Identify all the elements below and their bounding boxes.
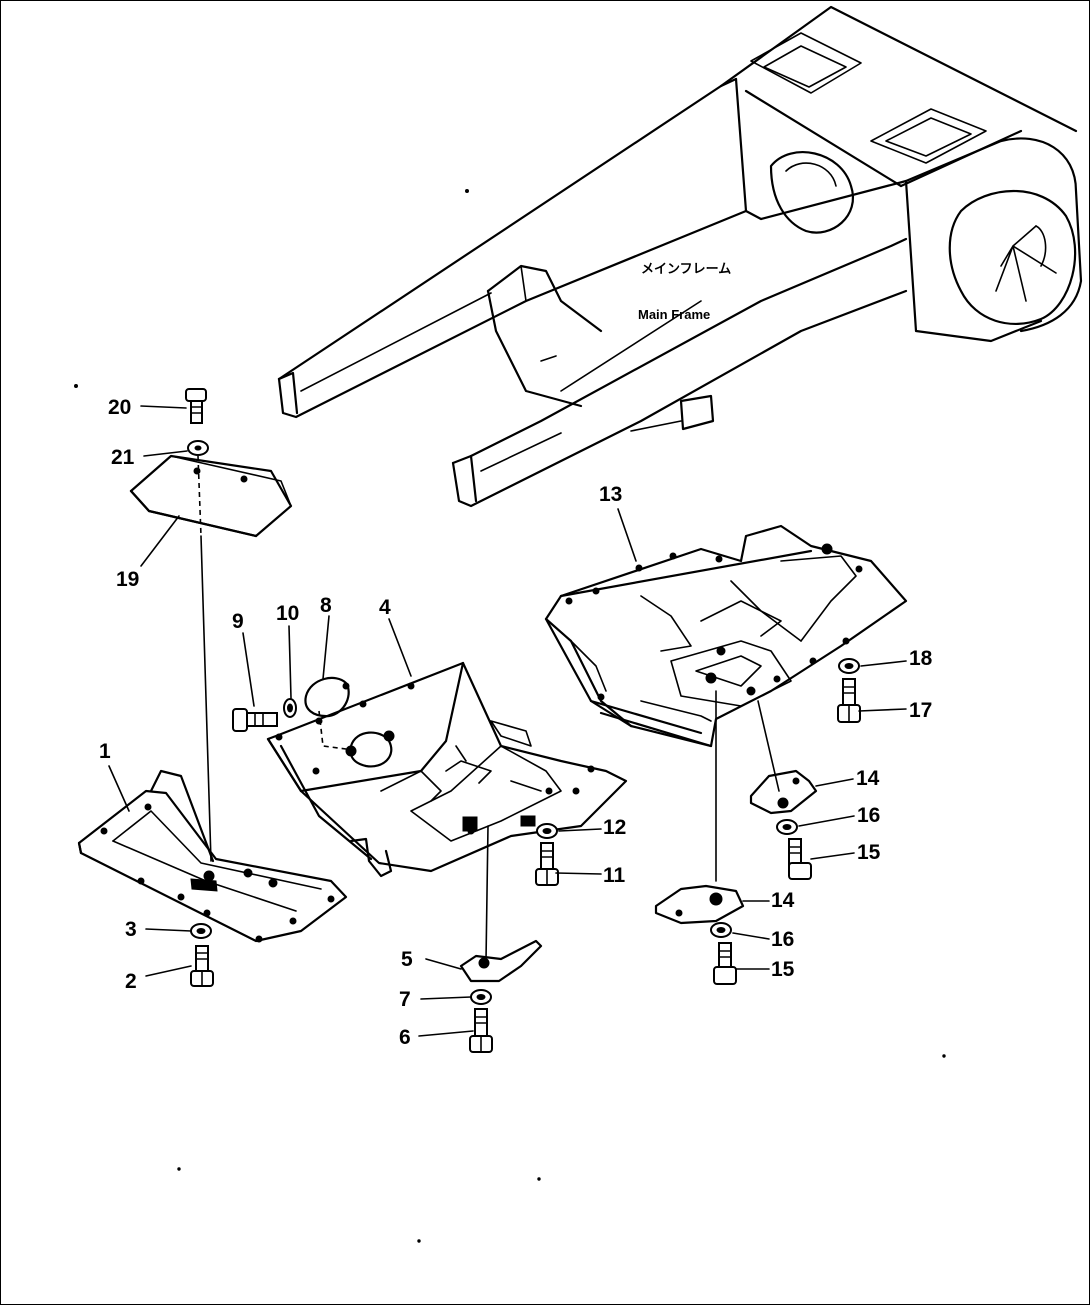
cover-part-19 [129, 454, 293, 538]
callout-7: 7 [399, 988, 411, 1011]
callout-1: 1 [99, 740, 111, 763]
plate-part-14-upper [749, 769, 818, 815]
washer-part-3 [190, 923, 212, 939]
bolt-part-15-lower [713, 942, 737, 985]
callout-17: 17 [909, 699, 932, 722]
cover-part-8 [304, 676, 350, 718]
washer-part-18 [838, 658, 860, 674]
bolt-part-2 [190, 945, 214, 987]
callout-16-lower: 16 [771, 928, 794, 951]
washer-part-12 [536, 823, 558, 839]
bolt-part-9 [232, 708, 278, 732]
callout-9: 9 [232, 610, 244, 633]
plate-part-14-lower [654, 884, 745, 925]
callout-16-upper: 16 [857, 804, 880, 827]
callout-2: 2 [125, 970, 137, 993]
main-frame: メインフレーム Main Frame [277, 5, 1083, 508]
scan-specks [74, 189, 946, 1243]
callout-21: 21 [111, 446, 135, 469]
bolt-part-20 [185, 388, 207, 424]
guard-part-13 [544, 524, 908, 748]
callout-20: 20 [108, 396, 131, 419]
washer-part-10 [283, 698, 297, 718]
guard-part-4 [266, 661, 628, 878]
bolt-part-17 [837, 678, 861, 723]
callout-19: 19 [116, 568, 139, 591]
callout-4: 4 [379, 596, 391, 619]
callout-14-upper: 14 [856, 767, 880, 790]
callout-13: 13 [599, 483, 622, 506]
callout-18: 18 [909, 647, 933, 670]
washer-part-21 [187, 440, 209, 456]
washer-part-16-lower [710, 922, 732, 938]
plate-part-1 [77, 769, 348, 943]
callout-15-lower: 15 [771, 958, 795, 981]
callout-5: 5 [401, 948, 413, 971]
main-frame-label-english: Main Frame [638, 307, 710, 322]
callout-6: 6 [399, 1026, 411, 1049]
callout-12: 12 [603, 816, 626, 839]
callout-11: 11 [603, 864, 626, 887]
callout-leaders [108, 405, 907, 1037]
bracket-part-5 [459, 939, 543, 983]
callout-14-lower: 14 [771, 889, 795, 912]
callout-3: 3 [125, 918, 137, 941]
callout-10: 10 [276, 602, 299, 625]
callout-numbers: 20 21 19 9 10 8 4 1 3 2 5 7 6 12 11 13 1… [99, 396, 933, 1049]
main-frame-label-japanese: メインフレーム [641, 261, 731, 276]
bolt-part-6 [469, 1008, 493, 1053]
bolt-part-11 [535, 842, 559, 886]
callout-15-upper: 15 [857, 841, 881, 864]
washer-part-7 [470, 989, 492, 1005]
bolt-part-15-upper [788, 838, 812, 880]
washer-part-16-upper [776, 819, 798, 835]
callout-8: 8 [320, 594, 332, 617]
